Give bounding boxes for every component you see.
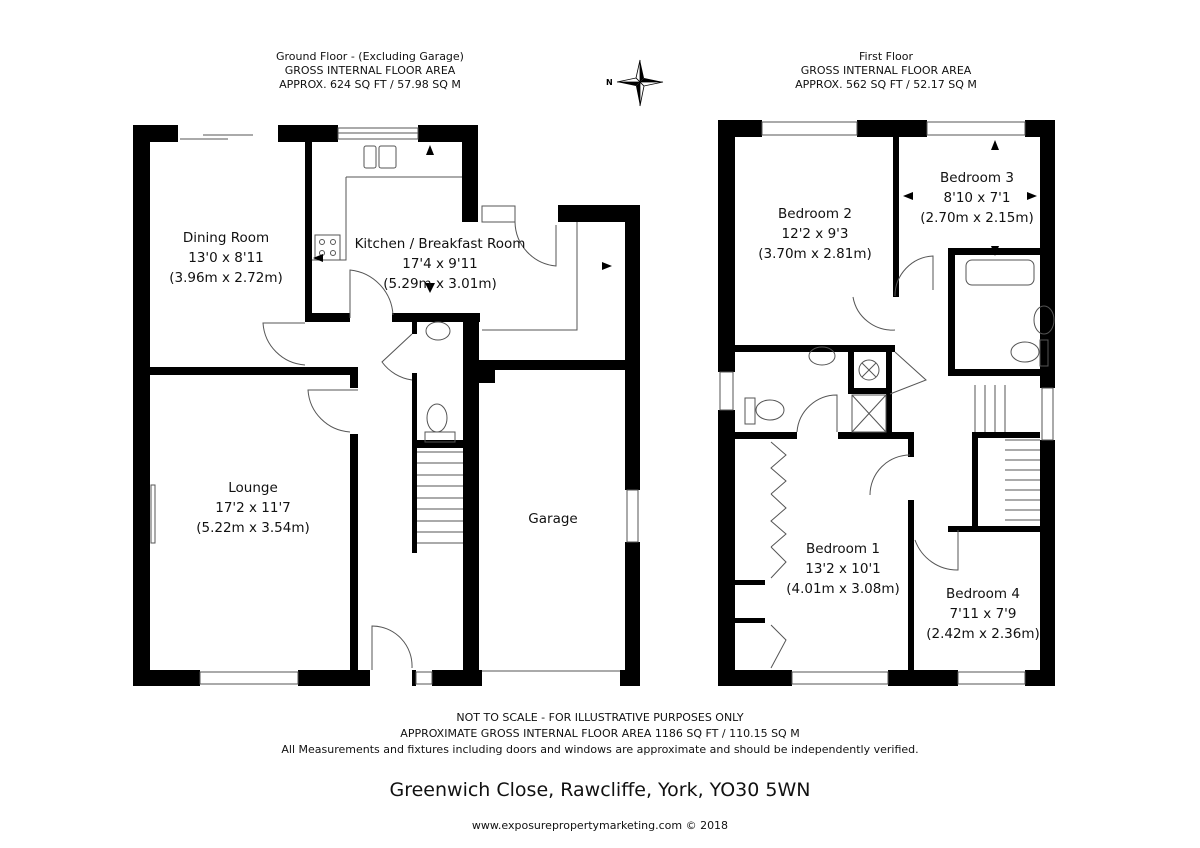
room-size-metric: (4.01m x 3.08m) (786, 581, 900, 597)
room-size-imperial: 7'11 x 7'9 (949, 606, 1017, 622)
first-floor-header: First Floor GROSS INTERNAL FLOOR AREA AP… (786, 50, 986, 92)
first-floor-area: APPROX. 562 SQ FT / 52.17 SQ M (795, 78, 977, 91)
first-floor-walls (718, 120, 1055, 686)
room-size-imperial: 8'10 x 7'1 (943, 190, 1011, 206)
room-label-kitchen: Kitchen / Breakfast Room 17'4 x 9'11 (5.… (355, 234, 526, 294)
room-size-metric: (3.96m x 2.72m) (169, 270, 283, 286)
room-name: Bedroom 1 (806, 541, 880, 557)
room-size-imperial: 17'2 x 11'7 (215, 500, 291, 516)
room-name: Bedroom 3 (940, 170, 1014, 186)
first-floor-title: First Floor (858, 50, 913, 63)
disclaimer-measurements: All Measurements and fixtures including … (281, 743, 919, 756)
room-name: Dining Room (182, 230, 270, 246)
room-size-imperial: 12'2 x 9'3 (781, 226, 849, 242)
room-label-bedroom-3: Bedroom 3 8'10 x 7'1 (2.70m x 2.15m) (920, 168, 1034, 228)
room-size-metric: (5.22m x 3.54m) (196, 520, 310, 536)
room-label-garage: Garage (528, 509, 577, 529)
room-label-bedroom-4: Bedroom 4 7'11 x 7'9 (2.42m x 2.36m) (926, 584, 1040, 644)
room-name: Lounge (228, 480, 278, 496)
room-name: Garage (528, 511, 578, 527)
room-label-bedroom-2: Bedroom 2 12'2 x 9'3 (3.70m x 2.81m) (758, 204, 872, 264)
room-label-dining-room: Dining Room 13'0 x 8'11 (3.96m x 2.72m) (169, 228, 283, 288)
room-size-imperial: 13'2 x 10'1 (805, 561, 881, 577)
property-address: Greenwich Close, Rawcliffe, York, YO30 5… (389, 779, 811, 801)
room-label-lounge: Lounge 17'2 x 11'7 (5.22m x 3.54m) (196, 478, 310, 538)
ground-floor-area: APPROX. 624 SQ FT / 57.98 SQ M (279, 78, 461, 91)
room-size-metric: (3.70m x 2.81m) (758, 246, 872, 262)
ground-floor-walls (133, 125, 640, 686)
ground-floor-fixtures (150, 127, 639, 685)
first-floor-fixtures (719, 121, 1055, 685)
room-size-metric: (2.70m x 2.15m) (920, 210, 1034, 226)
room-size-imperial: 17'4 x 9'11 (402, 256, 478, 272)
first-floor-area-label: GROSS INTERNAL FLOOR AREA (800, 64, 972, 77)
ground-floor-title: Ground Floor - (Excluding Garage) (276, 50, 464, 63)
credit-link[interactable]: www.exposurepropertymarketing.com © 2018 (471, 819, 729, 832)
room-size-metric: (2.42m x 2.36m) (926, 626, 1040, 642)
room-size-metric: (5.29m x 3.01m) (383, 276, 497, 292)
compass-rose-icon: N (606, 59, 664, 107)
footer-disclaimer: NOT TO SCALE - FOR ILLUSTRATIVE PURPOSES… (200, 710, 1000, 758)
disclaimer-not-to-scale: NOT TO SCALE - FOR ILLUSTRATIVE PURPOSES… (456, 711, 744, 724)
room-label-bedroom-1: Bedroom 1 13'2 x 10'1 (4.01m x 3.08m) (786, 539, 900, 599)
ground-floor-area-label: GROSS INTERNAL FLOOR AREA (284, 64, 456, 77)
room-name: Kitchen / Breakfast Room (354, 236, 526, 252)
room-name: Bedroom 2 (778, 206, 852, 222)
disclaimer-total-area: APPROXIMATE GROSS INTERNAL FLOOR AREA 11… (400, 727, 800, 740)
room-name: Bedroom 4 (946, 586, 1020, 602)
room-size-imperial: 13'0 x 8'11 (188, 250, 264, 266)
ground-floor-header: Ground Floor - (Excluding Garage) GROSS … (270, 50, 470, 92)
compass-north-label: N (606, 78, 613, 87)
